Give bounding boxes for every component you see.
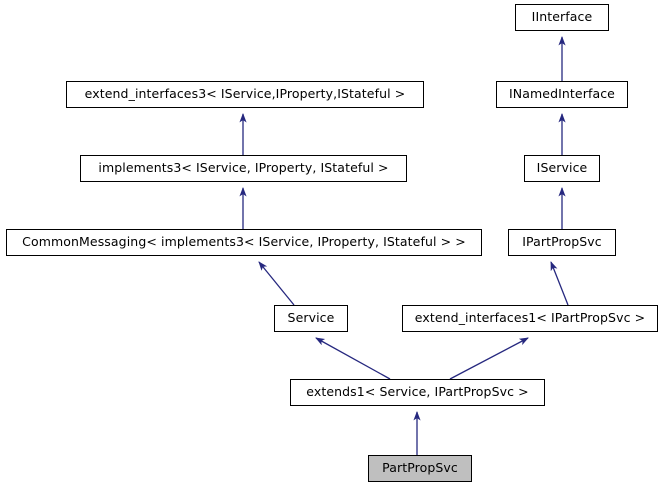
class-node-label: extends1< Service, IPartPropSvc > [306,384,529,400]
class-node-extends1[interactable]: extends1< Service, IPartPropSvc > [290,379,545,406]
class-node-label: Service [287,310,335,326]
class-node-label: extend_interfaces1< IPartPropSvc > [414,310,646,326]
class-node-label: IService [536,160,588,176]
class-node-label: IPartPropSvc [522,234,602,250]
inheritance-edge-extends1-to-service [315,337,391,380]
class-node-label: implements3< IService, IProperty, IState… [98,160,389,176]
class-node-extend_interfaces1[interactable]: extend_interfaces1< IPartPropSvc > [402,305,658,332]
class-node-label: PartPropSvc [382,460,458,476]
class-node-iservice[interactable]: IService [524,155,600,182]
class-node-label: extend_interfaces3< IService,IProperty,I… [84,86,406,102]
class-node-service[interactable]: Service [274,305,348,332]
class-node-partpropsvc[interactable]: PartPropSvc [368,455,472,482]
class-node-label: IInterface [531,9,593,25]
class-node-commonmessaging[interactable]: CommonMessaging< implements3< IService, … [6,229,482,256]
class-node-implements3[interactable]: implements3< IService, IProperty, IState… [80,155,407,182]
class-node-ipartpropsvc[interactable]: IPartPropSvc [508,229,616,256]
class-node-label: INamedInterface [509,86,615,102]
inheritance-edge-service-to-commonmessaging [258,261,295,306]
class-node-extend_interfaces3[interactable]: extend_interfaces3< IService,IProperty,I… [66,81,424,108]
class-node-label: CommonMessaging< implements3< IService, … [22,234,466,250]
inheritance-edge-extend_interfaces1-to-ipartpropsvc [550,261,569,306]
class-node-iinterface[interactable]: IInterface [515,4,609,31]
class-node-inamedinterface[interactable]: INamedInterface [496,81,628,108]
inheritance-edge-extends1-to-extend_interfaces1 [449,337,529,380]
